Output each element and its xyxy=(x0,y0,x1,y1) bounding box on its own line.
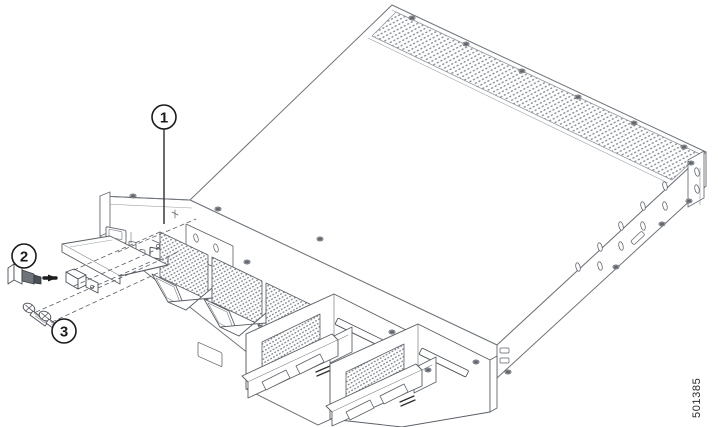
callout-2: 2 xyxy=(11,243,37,269)
side-panel-vent-holes xyxy=(574,180,669,273)
callout-3-label: 3 xyxy=(60,324,68,341)
callout-1-circle xyxy=(151,104,177,130)
rear-panel-markings xyxy=(129,193,324,265)
callout-1-label: 1 xyxy=(160,110,168,127)
fan-module-2 xyxy=(203,256,267,337)
figure-id-label: 501385 xyxy=(691,378,703,418)
fan-module-1 xyxy=(151,231,213,311)
callout-3-circle xyxy=(51,318,77,344)
alignment-guide-lines xyxy=(35,218,197,323)
rack-mount-bracket-right xyxy=(685,150,705,208)
top-vent-strip xyxy=(367,9,705,184)
mounting-screw-1 xyxy=(22,302,49,327)
callout-1: 1 xyxy=(151,104,177,224)
callout-3: 3 xyxy=(51,318,77,344)
callout-2-label: 2 xyxy=(20,249,28,266)
power-supply-module-2 xyxy=(325,323,491,427)
cable-connector-right xyxy=(65,268,99,294)
psu-bay-right-wall xyxy=(489,347,512,413)
callout-2-circle xyxy=(11,243,37,269)
